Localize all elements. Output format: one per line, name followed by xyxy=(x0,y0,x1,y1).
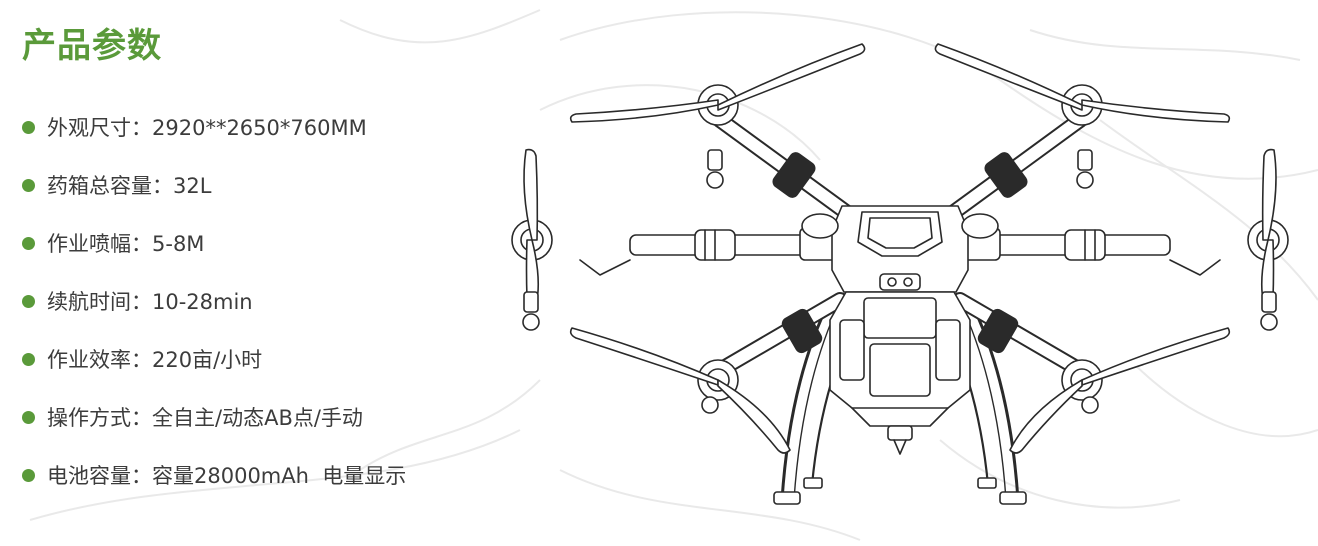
page-title: 产品参数 xyxy=(22,26,162,66)
spec-text: 外观尺寸：2920**2650*760MM xyxy=(47,116,367,140)
spec-item-dimensions: 外观尺寸：2920**2650*760MM xyxy=(22,98,406,156)
diagonal-arms xyxy=(712,112,1088,378)
bullet-icon xyxy=(22,236,35,250)
spec-text: 操作方式：全自主/动态AB点/手动 xyxy=(47,406,363,430)
spec-text: 作业喷幅：5-8M xyxy=(47,232,205,256)
spec-item-spray-width: 作业喷幅：5-8M xyxy=(22,214,406,272)
agricultural-drone-icon xyxy=(511,43,1289,505)
spec-text: 电池容量：容量28000mAh 电量显示 xyxy=(47,464,407,488)
bullet-icon xyxy=(22,352,35,366)
bullet-icon xyxy=(22,294,35,308)
bullet-icon xyxy=(22,410,35,424)
spec-item-operation-mode: 操作方式：全自主/动态AB点/手动 xyxy=(22,388,406,446)
bullet-icon xyxy=(22,120,35,134)
spec-item-tank-capacity: 药箱总容量：32L xyxy=(22,156,406,214)
spec-item-efficiency: 作业效率：220亩/小时 xyxy=(22,330,406,388)
bullet-icon xyxy=(22,468,35,482)
drone-body xyxy=(801,205,999,455)
spec-item-endurance: 续航时间：10-28min xyxy=(22,272,406,330)
spec-item-battery: 电池容量：容量28000mAh 电量显示 xyxy=(22,446,406,504)
spec-list: 外观尺寸：2920**2650*760MM 药箱总容量：32L 作业喷幅：5-8… xyxy=(22,98,406,504)
spec-text: 续航时间：10-28min xyxy=(47,290,253,314)
spec-text: 药箱总容量：32L xyxy=(47,174,212,198)
spray-nozzles xyxy=(522,149,1278,414)
spec-text: 作业效率：220亩/小时 xyxy=(47,348,263,372)
bullet-icon xyxy=(22,178,35,192)
